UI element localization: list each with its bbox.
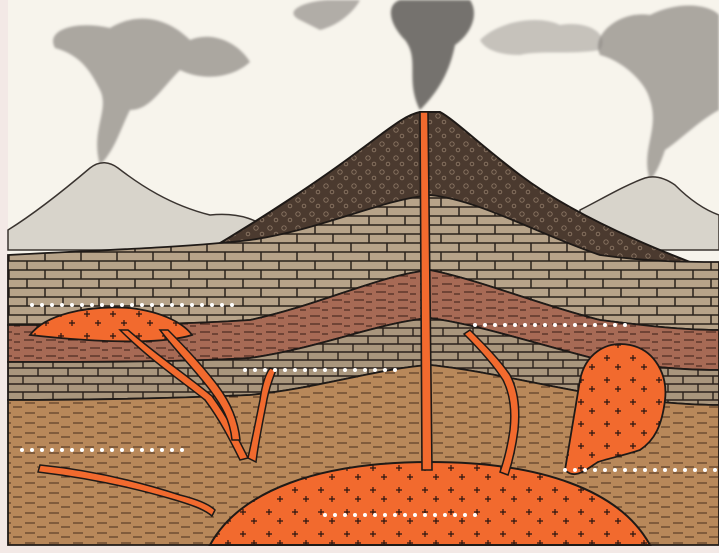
marker-dots-left-upper — [30, 303, 234, 307]
